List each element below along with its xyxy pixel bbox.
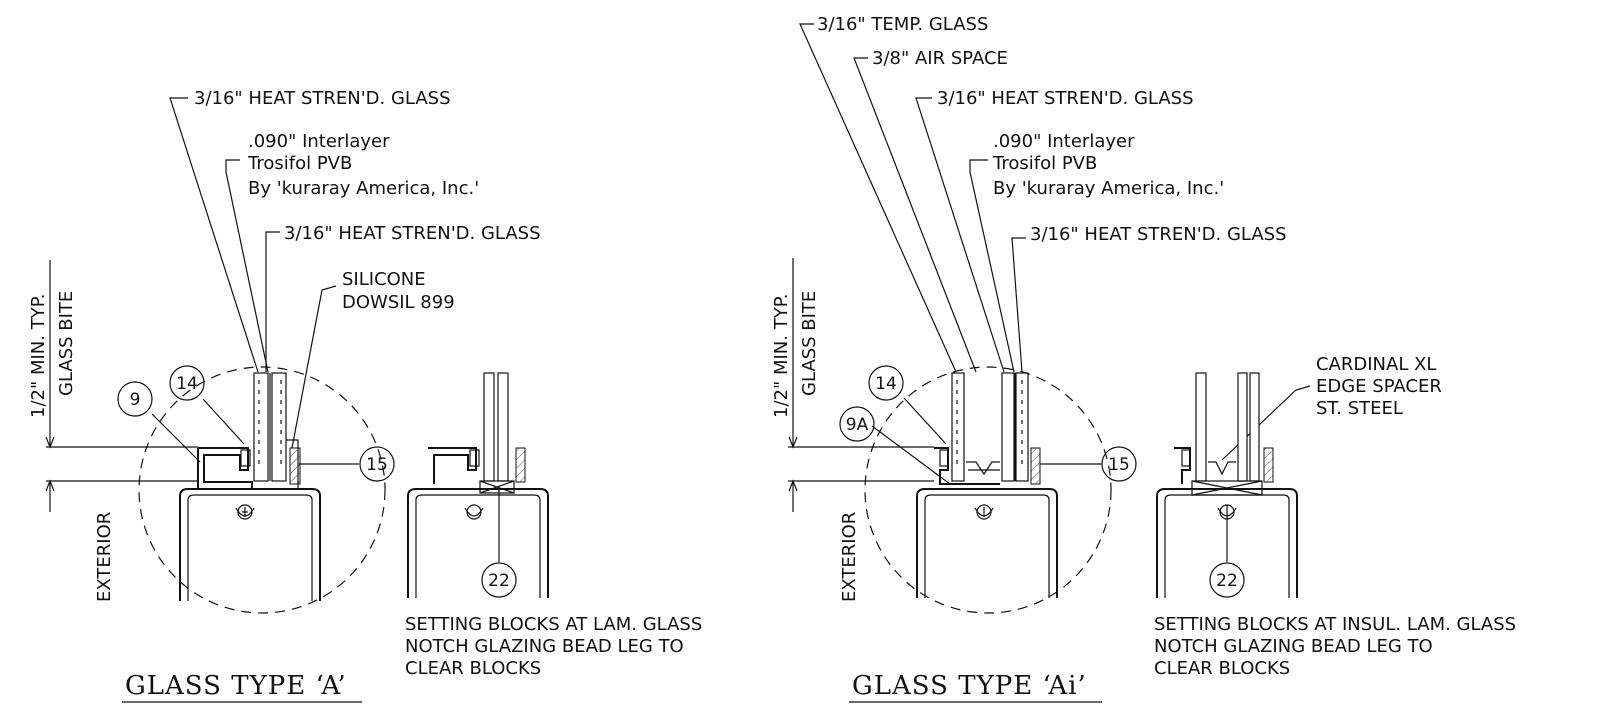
glass-lites-ai bbox=[951, 372, 1029, 482]
spacer-callout-ai-line1: CARDINAL XL bbox=[1316, 354, 1436, 375]
detail-circle-ai bbox=[864, 366, 1112, 614]
tag-9a-circle bbox=[839, 406, 875, 442]
interlayer-callout-ai-line1: .090" Interlayer bbox=[993, 131, 1135, 152]
tag-14-ai: 14 bbox=[875, 374, 897, 394]
setting-note-ai-line3: CLEAR BLOCKS bbox=[1154, 658, 1290, 679]
interlayer-callout-a-line2: Trosifol PVB bbox=[247, 153, 352, 174]
setting-block-section-a bbox=[407, 372, 549, 598]
tag-22-a: 22 bbox=[488, 571, 510, 591]
glass-bite-label-ai: GLASS BITE bbox=[799, 291, 820, 396]
setting-note-ai-line1: SETTING BLOCKS AT INSUL. LAM. GLASS bbox=[1154, 614, 1516, 635]
tag-14-circle-ai bbox=[868, 365, 904, 401]
silicone-callout-a-line1: SILICONE bbox=[342, 269, 426, 290]
tag-22-circle-ai bbox=[1209, 562, 1245, 598]
tag-22-ai: 22 bbox=[1216, 571, 1238, 591]
glass-lites-a bbox=[253, 372, 287, 482]
tag-14-circle-a bbox=[169, 365, 205, 401]
tag-15-circle-ai bbox=[1101, 446, 1137, 482]
tag-14-a: 14 bbox=[176, 374, 198, 394]
detail-glass-type-ai: 1/2" MIN. TYP. GLASS BITE EXTERIOR 3/16"… bbox=[771, 14, 1516, 703]
tag-9-a: 9 bbox=[130, 390, 141, 410]
dimension-label-ai: 1/2" MIN. TYP. bbox=[771, 294, 792, 418]
interlayer-callout-a-line3: By 'kuraray America, Inc.' bbox=[248, 178, 479, 199]
setting-note-a-line1: SETTING BLOCKS AT LAM. GLASS bbox=[405, 614, 702, 635]
heat-glass-callout-ai-1: 3/16" HEAT STREN'D. GLASS bbox=[937, 88, 1194, 109]
glass-bite-label-a: GLASS BITE bbox=[56, 291, 77, 396]
interlayer-callout-a-line1: .090" Interlayer bbox=[248, 131, 390, 152]
setting-block-section-ai bbox=[1156, 372, 1298, 598]
title-glass-type-a: GLASS TYPE ‘A’ bbox=[125, 671, 347, 701]
glass-bite-dimension-a: 1/2" MIN. TYP. GLASS BITE bbox=[28, 260, 198, 512]
outer-glass-callout-a: 3/16" HEAT STREN'D. GLASS bbox=[194, 88, 451, 109]
leaders-a bbox=[151, 97, 500, 562]
tag-22-circle-a bbox=[481, 562, 517, 598]
silicone-callout-a-line2: DOWSIL 899 bbox=[342, 292, 455, 313]
detail-circle-a bbox=[138, 366, 386, 614]
temp-glass-callout-ai: 3/16" TEMP. GLASS bbox=[817, 14, 988, 35]
heat-glass-callout-ai-2: 3/16" HEAT STREN'D. GLASS bbox=[1030, 224, 1287, 245]
exterior-label-a: EXTERIOR bbox=[94, 512, 115, 602]
exterior-label-ai: EXTERIOR bbox=[839, 512, 860, 602]
setting-note-a-line3: CLEAR BLOCKS bbox=[405, 658, 541, 679]
spacer-callout-ai-line2: EDGE SPACER bbox=[1316, 376, 1442, 397]
tag-9a: 9A bbox=[846, 415, 869, 435]
frame-profile-ai bbox=[916, 447, 1058, 598]
spacer-callout-ai-line3: ST. STEEL bbox=[1316, 398, 1403, 419]
frame-profile-a bbox=[179, 439, 321, 601]
dimension-label-a: 1/2" MIN. TYP. bbox=[28, 294, 49, 418]
interlayer-callout-ai-line2: Trosifol PVB bbox=[992, 153, 1097, 174]
setting-note-ai-line2: NOTCH GLAZING BEAD LEG TO bbox=[1154, 636, 1433, 657]
detail-glass-type-a: 1/2" MIN. TYP. GLASS BITE EXTERIOR 3/16"… bbox=[28, 88, 702, 703]
glass-bite-dimension-ai: 1/2" MIN. TYP. GLASS BITE bbox=[771, 258, 934, 512]
tag-15-a: 15 bbox=[366, 455, 388, 475]
tag-15-circle-a bbox=[359, 446, 395, 482]
interlayer-callout-ai-line3: By 'kuraray America, Inc.' bbox=[993, 178, 1224, 199]
tag-9-circle bbox=[117, 381, 153, 417]
setting-note-a-line2: NOTCH GLAZING BEAD LEG TO bbox=[405, 636, 684, 657]
inner-glass-callout-a: 3/16" HEAT STREN'D. GLASS bbox=[284, 223, 541, 244]
title-glass-type-ai: GLASS TYPE ‘Ai’ bbox=[852, 671, 1087, 701]
tag-15-ai: 15 bbox=[1108, 455, 1130, 475]
air-space-callout-ai: 3/8" AIR SPACE bbox=[872, 48, 1008, 69]
